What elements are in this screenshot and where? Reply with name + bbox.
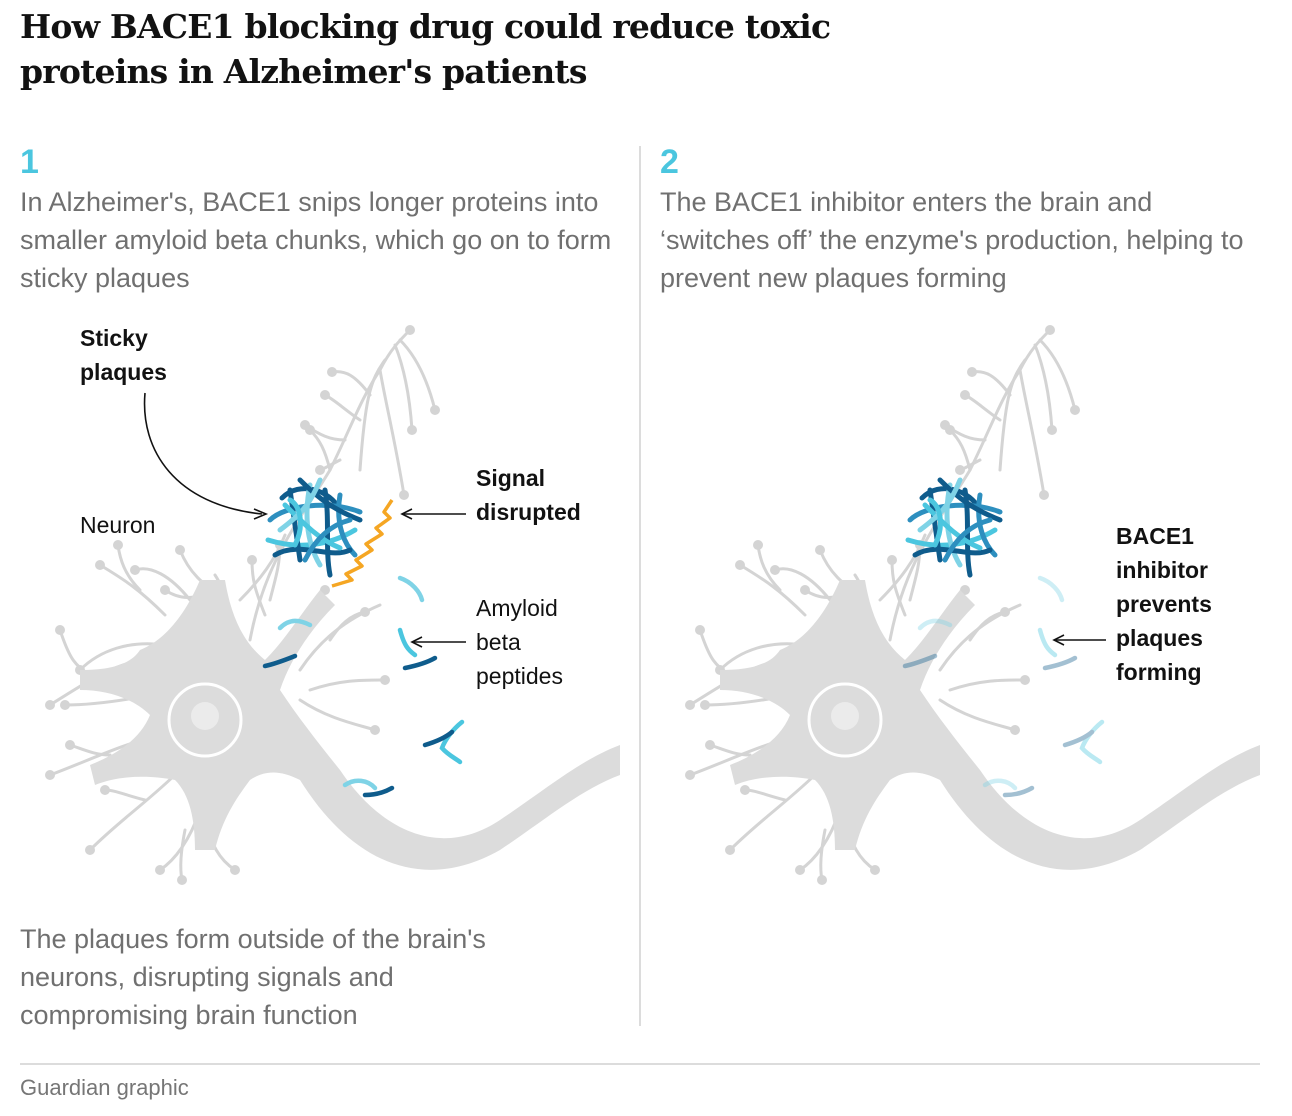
source-credit: Guardian graphic (20, 1075, 189, 1100)
disrupted-signal-zigzag (331, 499, 394, 588)
label-sticky-plaques: Sticky plaques (80, 325, 167, 385)
sticky-plaque-cluster-left (268, 480, 360, 575)
step-1-number: 1 (20, 143, 39, 181)
label-amyloid-beta-peptides: Amyloid beta peptides (476, 595, 563, 689)
panel-divider (639, 146, 641, 1026)
step-2-text: The BACE1 inhibitor enters the brain and… (660, 187, 1244, 293)
step-1-text: In Alzheimer's, BACE1 snips longer prote… (20, 187, 612, 293)
sticky-plaque-cluster-right (908, 480, 1000, 575)
bottom-note: The plaques form outside of the brain's … (20, 924, 486, 1030)
page-title: How BACE1 blocking drug could reduce tox… (20, 7, 831, 91)
amyloid-peptides-right (902, 575, 1105, 798)
label-neuron: Neuron (80, 512, 156, 538)
step-2-number: 2 (660, 143, 679, 181)
amyloid-peptides-left (262, 575, 465, 798)
label-bace1-inhibitor: BACE1 inhibitor prevents plaques forming (1116, 523, 1212, 685)
label-signal-disrupted: Signal disrupted (476, 465, 581, 525)
footer-rule (20, 1063, 1260, 1065)
callout-lines-left (143, 392, 466, 648)
callout-line-right (1052, 634, 1106, 646)
